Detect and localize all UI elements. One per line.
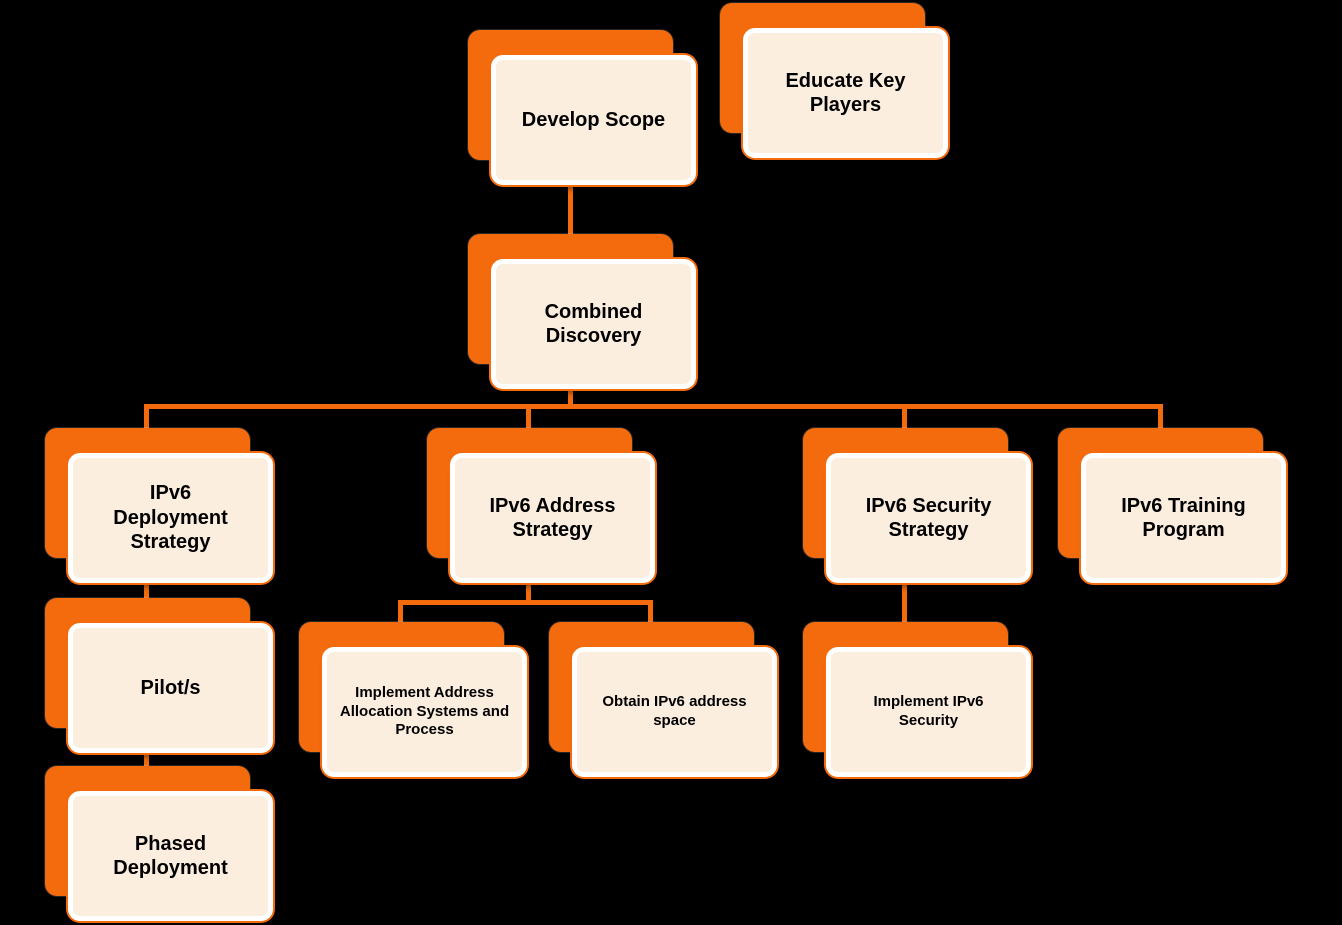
connector-address-branch-bar [398, 600, 653, 605]
node-pilots: Pilot/s [45, 598, 273, 753]
node-obtain-ipv6-address-space: Obtain IPv6 address space [549, 622, 777, 777]
node-educate-key-players: Educate Key Players [720, 3, 948, 158]
connector-branch-bar [144, 404, 1163, 409]
node-label-obtain-ipv6-address-space: Obtain IPv6 address space [602, 693, 747, 729]
node-ipv6-training-program: IPv6 Training Program [1058, 428, 1286, 583]
connector-drop-implement-allocation [398, 600, 403, 624]
node-label-ipv6-security-strategy: IPv6 Security Strategy [865, 494, 992, 541]
node-develop-scope: Develop Scope [468, 30, 696, 185]
node-combined-discovery: Combined Discovery [468, 234, 696, 389]
connector-drop-obtain-space [648, 600, 653, 624]
connector-drop-training [1158, 404, 1163, 430]
node-label-phased-deployment: Phased Deployment [113, 832, 228, 879]
node-implement-address-allocation: Implement Address Allocation Systems and… [299, 622, 527, 777]
node-phased-deployment: Phased Deployment [45, 766, 273, 921]
node-label-develop-scope: Develop Scope [521, 108, 666, 131]
connector-drop-deployment [144, 404, 149, 430]
node-label-ipv6-address-strategy: IPv6 Address Strategy [489, 494, 616, 541]
node-ipv6-deployment-strategy: IPv6 Deployment Strategy [45, 428, 273, 583]
node-implement-ipv6-security: Implement IPv6 Security [803, 622, 1031, 777]
connector-pilots-phased [144, 753, 149, 768]
connector-deployment-pilots [144, 583, 149, 600]
node-label-pilots: Pilot/s [140, 676, 201, 699]
node-ipv6-security-strategy: IPv6 Security Strategy [803, 428, 1031, 583]
node-label-ipv6-training-program: IPv6 Training Program [1121, 494, 1246, 541]
node-label-implement-ipv6-security: Implement IPv6 Security [873, 693, 984, 729]
connector-drop-security [902, 404, 907, 430]
node-label-ipv6-deployment-strategy: IPv6 Deployment Strategy [113, 482, 228, 554]
connector-combined-discovery-stem [568, 389, 573, 406]
node-ipv6-address-strategy: IPv6 Address Strategy [427, 428, 655, 583]
connector-security-implement [902, 583, 907, 624]
connector-develop-scope-combined-discovery [568, 185, 573, 235]
node-label-combined-discovery: Combined Discovery [544, 300, 643, 347]
node-label-educate-key-players: Educate Key Players [785, 69, 906, 116]
node-label-implement-address-allocation: Implement Address Allocation Systems and… [339, 683, 510, 739]
connector-address-stem [526, 583, 531, 605]
connector-drop-address [526, 404, 531, 430]
